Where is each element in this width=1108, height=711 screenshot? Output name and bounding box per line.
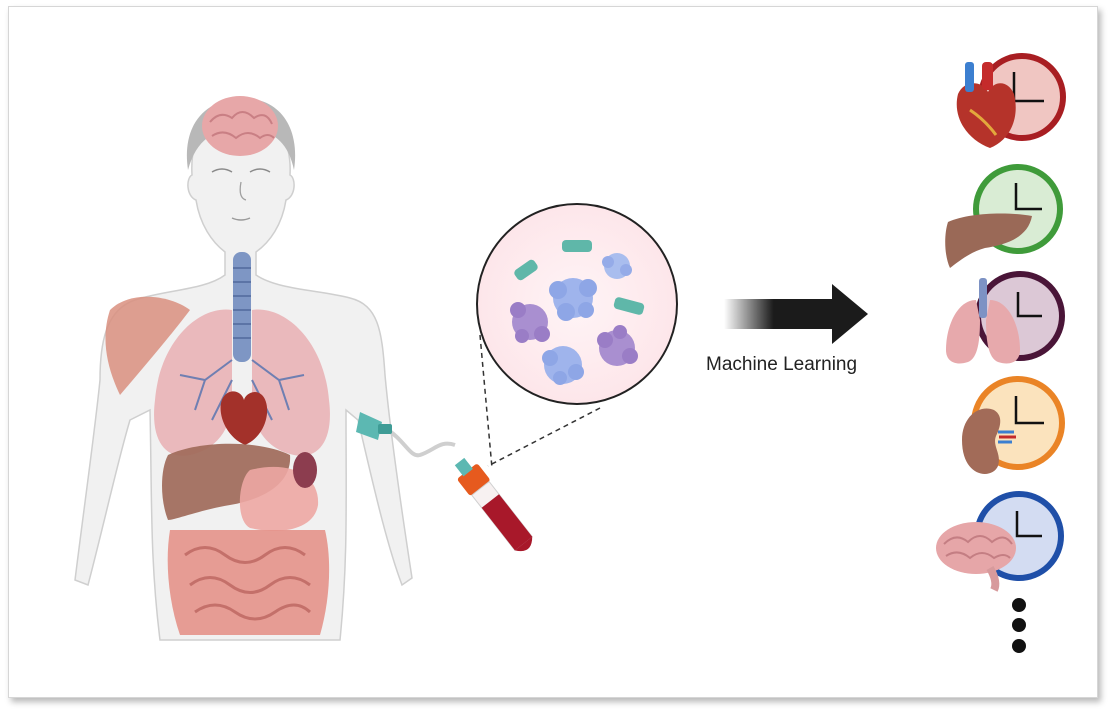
liver-in-body: [162, 443, 291, 520]
zoom-lines: [479, 334, 601, 469]
spleen-in-body: [293, 452, 317, 488]
needle-tubing: [383, 426, 456, 458]
machine-learning-arrow: [724, 284, 868, 344]
heart-icon: [956, 62, 1016, 148]
kidney-clock: [962, 376, 1065, 474]
biomarker-magnified-circle: [476, 203, 678, 405]
heart-in-body: [220, 391, 268, 445]
mouth: [231, 217, 251, 221]
blood-tube-icon: [454, 457, 533, 552]
brain-clock: [936, 491, 1064, 592]
nose: [239, 181, 247, 201]
protein-blue-top: [602, 253, 632, 279]
protein-blue-large: [549, 278, 597, 321]
right-eye: [249, 168, 271, 173]
liver-icon: [945, 213, 1032, 268]
brain-in-head: [202, 96, 278, 156]
liver-clock: [945, 164, 1063, 268]
fragment-teal-3: [613, 297, 645, 315]
fragment-teal-1: [562, 240, 592, 252]
protein-blue-bottom: [542, 346, 584, 385]
left-eye: [211, 168, 233, 173]
trachea: [233, 252, 251, 362]
protein-purple-right: [597, 325, 638, 366]
kidney-icon: [962, 408, 1016, 474]
body-silhouette: [74, 107, 413, 641]
intestines: [167, 530, 330, 635]
lungs-clock: [946, 271, 1065, 364]
human-body: [74, 96, 413, 641]
fragment-teal-2: [514, 259, 538, 281]
butterfly-needle-icon: [356, 412, 392, 440]
protein-purple-left: [510, 302, 550, 343]
blood-draw: [356, 412, 533, 552]
lungs-icon: [946, 278, 1020, 364]
more-organs-ellipsis-icon: [1012, 598, 1026, 653]
brain-icon: [936, 522, 1016, 592]
shoulder-muscle: [105, 296, 190, 395]
machine-learning-label: Machine Learning: [706, 354, 858, 375]
heart-clock: [956, 53, 1066, 148]
